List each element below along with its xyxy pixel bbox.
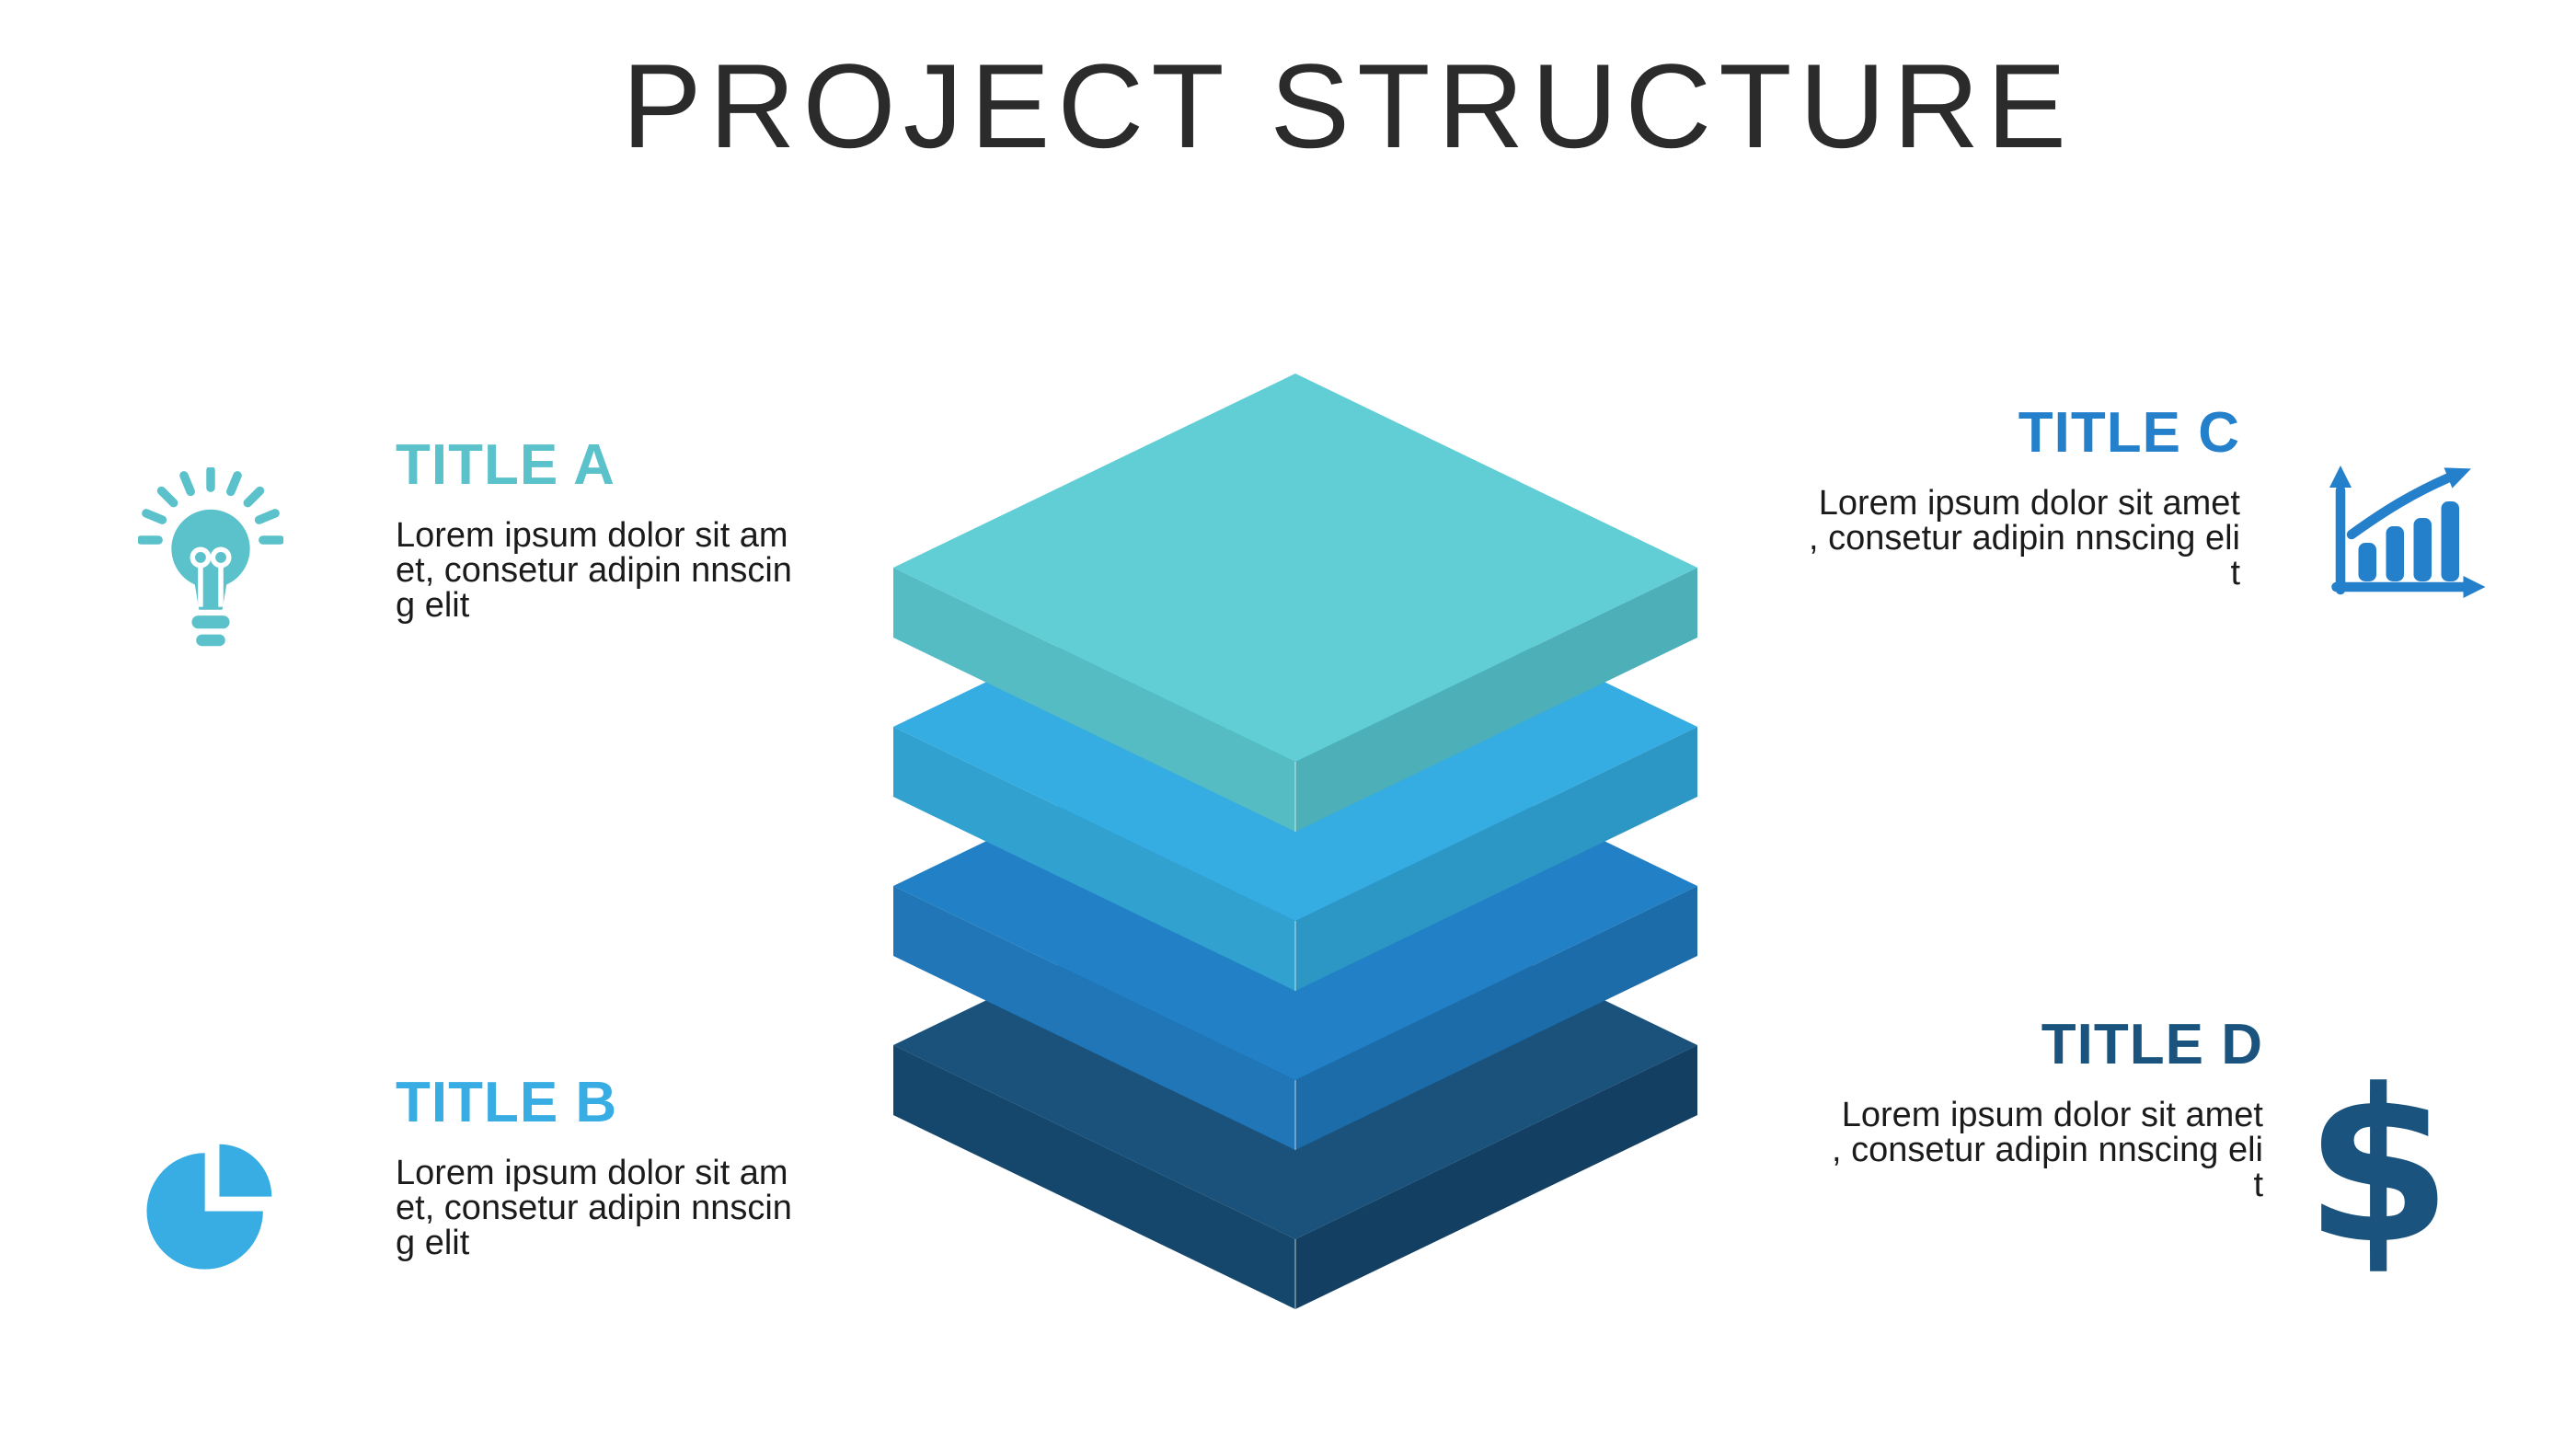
slide-title: PROJECT STRUCTURE	[621, 39, 2075, 173]
item-a-body: Lorem ipsum dolor sit am et, consetur ad…	[396, 516, 792, 625]
item-d-title: TITLE D	[2041, 1013, 2263, 1076]
stack-layer-4-bottom	[893, 851, 1697, 1309]
item-c: TITLE C Lorem ipsum dolor sit amet , con…	[1670, 400, 2240, 591]
item-a: TITLE A Lorem ipsum dolor sit am et, con…	[396, 432, 874, 623]
stack-layer-1-top	[893, 374, 1697, 832]
bulb-filament	[190, 546, 232, 607]
item-b-body: Lorem ipsum dolor sit am et, consetur ad…	[396, 1154, 792, 1262]
item-d: TITLE D Lorem ipsum dolor sit amet , con…	[1693, 1012, 2263, 1202]
dollar-icon: $	[2305, 1063, 2452, 1274]
dollar-glyph: $	[2305, 1045, 2453, 1291]
item-c-title: TITLE C	[2018, 401, 2240, 465]
item-b: TITLE B Lorem ipsum dolor sit am et, con…	[396, 1070, 874, 1260]
growth-chart-icon	[2324, 460, 2490, 598]
item-d-body: Lorem ipsum dolor sit amet , consetur ad…	[1832, 1096, 2263, 1204]
pie-chart-icon	[138, 1130, 283, 1275]
stack-layer-3	[893, 692, 1697, 1150]
item-a-title: TITLE A	[396, 433, 615, 497]
bulb-rays	[138, 467, 283, 545]
item-c-body: Lorem ipsum dolor sit amet , consetur ad…	[1809, 484, 2240, 592]
lightbulb-icon	[138, 467, 283, 650]
item-b-title: TITLE B	[396, 1071, 618, 1134]
stack-layer-2	[893, 533, 1697, 991]
